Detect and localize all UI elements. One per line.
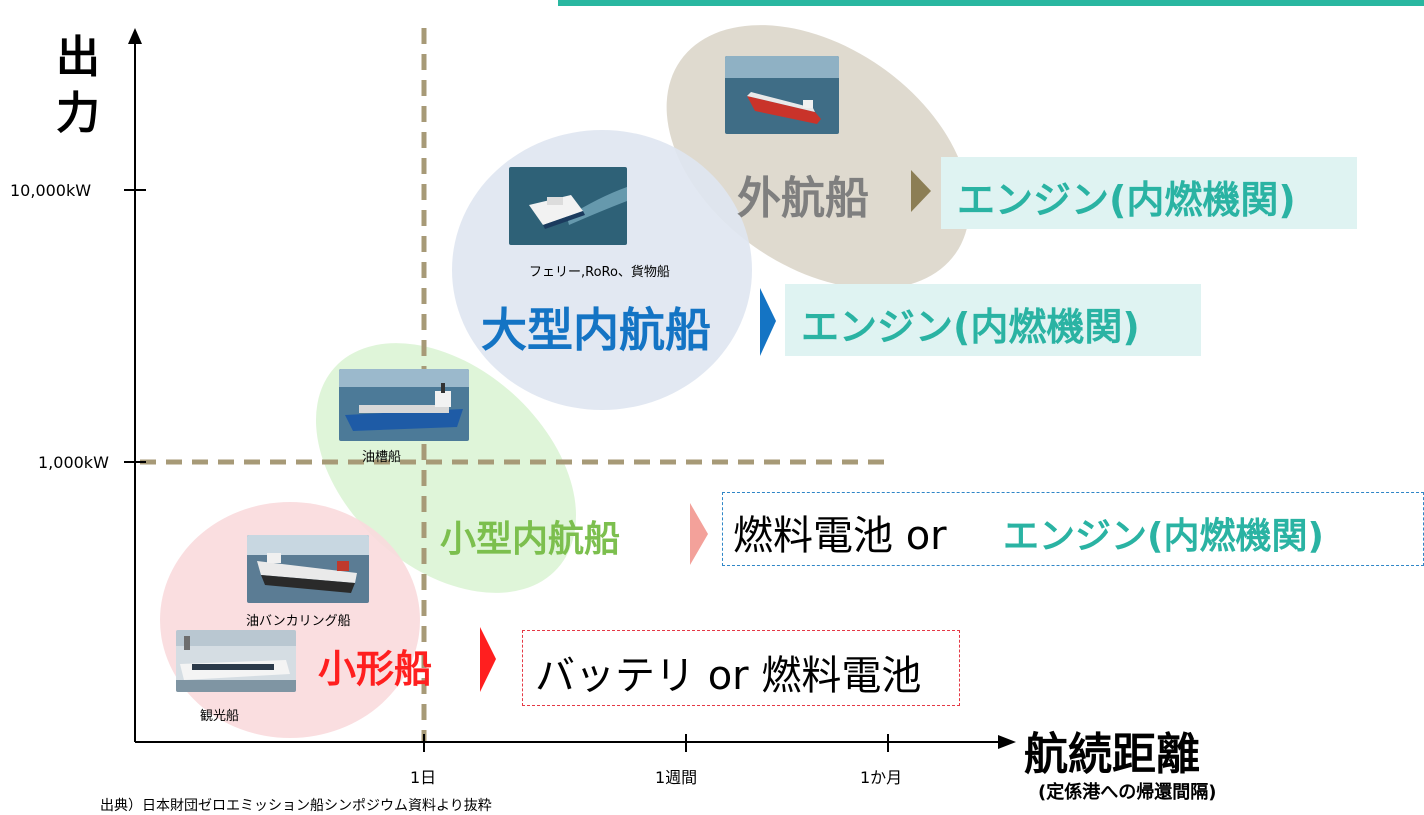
x-axis-subtitle: (定係港への帰還間隔)	[1038, 782, 1217, 803]
bunkering-caption: 油バンカリング船	[246, 614, 351, 629]
large-coastal-solution: エンジン(内燃機関)	[801, 305, 1140, 349]
tour-boat-caption: 観光船	[200, 709, 240, 724]
x-tick-label-1month: 1か月	[860, 768, 903, 787]
small-coastal-label: 小型内航船	[440, 519, 621, 560]
ocean-vessel-solution: エンジン(内燃機関)	[957, 178, 1296, 222]
tanker-photo	[339, 369, 469, 441]
ocean-vessel-photo	[725, 56, 839, 134]
ferry-caption: フェリー,RoRo、貨物船	[529, 265, 670, 280]
bunkering-ship-photo	[247, 535, 369, 603]
y-axis-arrowhead	[128, 28, 142, 44]
small-coastal-solution-prefix: 燃料電池 or	[733, 513, 947, 559]
ocean-vessel-solution-box: エンジン(内燃機関)	[941, 157, 1357, 229]
small-boat-solution-box: バッテリ or 燃料電池	[522, 630, 960, 706]
small-boat-label: 小形船	[318, 647, 433, 691]
small-boat-arrow-icon	[480, 627, 496, 692]
x-tick-label-1week: 1週間	[655, 768, 698, 787]
large-coastal-label: 大型内航船	[481, 303, 711, 357]
source-note: 出典）日本財団ゼロエミッション船シンポジウム資料より抜粋	[100, 798, 492, 814]
x-axis-title: 航続距離	[1024, 729, 1200, 780]
small-coastal-solution-box: 燃料電池 or エンジン(内燃機関)	[722, 492, 1424, 566]
ocean-vessel-arrow-icon	[911, 170, 931, 212]
ferry-photo	[509, 167, 627, 245]
tour-boat-photo	[176, 630, 296, 692]
x-tick-label-1day: 1日	[410, 768, 437, 787]
small-coastal-solution-engine: エンジン(内燃機関)	[1003, 516, 1324, 557]
small-boat-solution: バッテリ or 燃料電池	[535, 653, 922, 699]
x-axis-arrowhead	[998, 735, 1016, 749]
y-tick-label-10000: 10,000kW	[10, 181, 92, 200]
large-coastal-solution-box: エンジン(内燃機関)	[785, 284, 1201, 356]
ocean-vessel-label: 外航船	[737, 173, 869, 224]
small-coastal-arrow-icon	[690, 503, 708, 565]
tanker-caption: 油槽船	[362, 450, 402, 465]
y-tick-label-1000: 1,000kW	[38, 453, 109, 472]
header-accent-bar	[558, 0, 1424, 6]
large-coastal-arrow-icon	[760, 288, 776, 356]
y-axis-title: 出力	[56, 32, 100, 139]
